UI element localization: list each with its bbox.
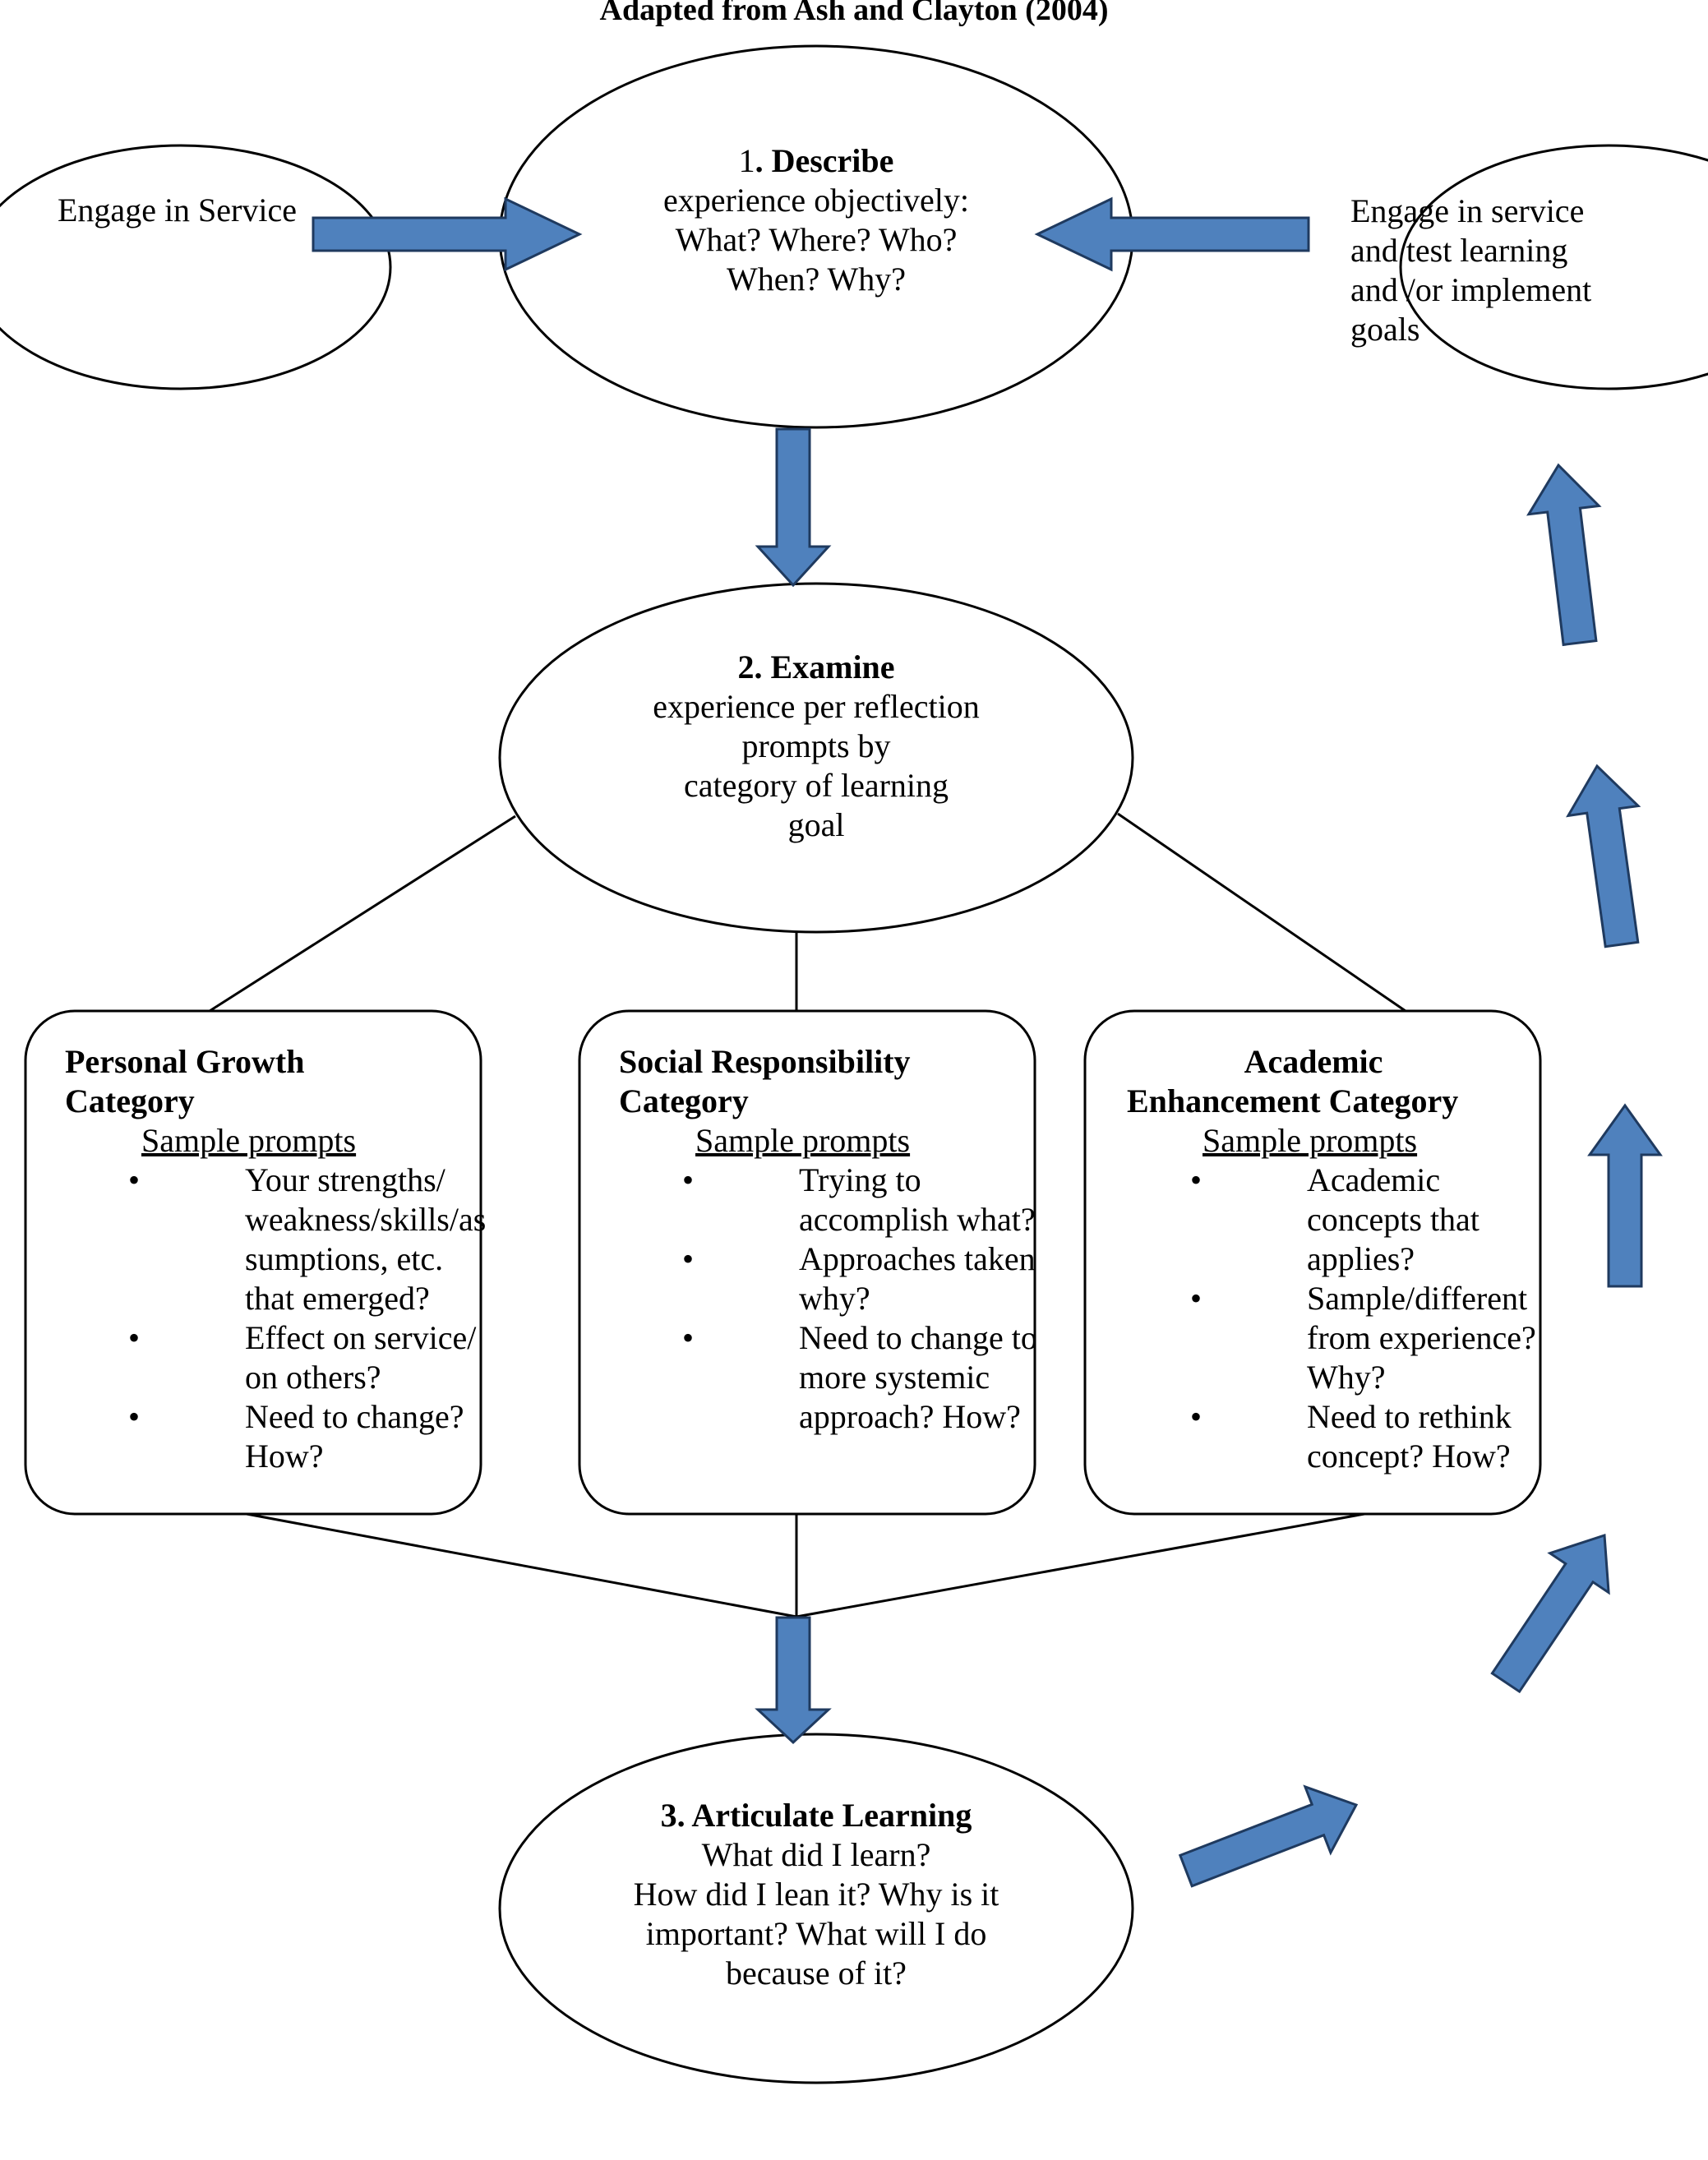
examine-node — [498, 582, 1134, 934]
category-box — [1083, 1009, 1542, 1516]
page-title: Adapted from Ash and Clayton (2004) — [599, 0, 1109, 27]
prompt-line: concepts that — [1307, 1201, 1479, 1238]
articulate-line: important? What will I do — [645, 1915, 987, 1952]
articulate-node — [498, 1733, 1134, 2084]
engage-test-line: and /or implement — [1350, 271, 1592, 308]
category-title: Personal Growth — [65, 1043, 305, 1080]
arrow-up — [1587, 1103, 1663, 1288]
category-title: Social Responsibility — [619, 1043, 911, 1080]
prompt-line: accomplish what? — [799, 1201, 1036, 1238]
bullet-icon: • — [1189, 1280, 1202, 1317]
sample-prompts-label: Sample prompts — [695, 1122, 911, 1159]
bullet-icon: • — [127, 1398, 140, 1435]
arrow-down — [755, 1616, 832, 1745]
bullet-icon: • — [681, 1240, 694, 1277]
prompt-item: • Trying to accomplish what? — [676, 1161, 1037, 1239]
examine-line: experience per reflection — [653, 688, 980, 725]
articulate-title: 3. Articulate Learning — [660, 1797, 972, 1834]
arrow-left — [1034, 196, 1310, 272]
prompt-line: Academic — [1307, 1161, 1441, 1198]
engage-test-line: Engage in service — [1350, 192, 1585, 229]
connector-line — [209, 815, 516, 1013]
prompt-line: Sample/different — [1307, 1280, 1528, 1317]
category-box — [578, 1009, 1036, 1516]
prompt-line: Approaches taken — [799, 1240, 1036, 1277]
category-title: Category — [619, 1082, 749, 1119]
prompt-line: approach? How? — [799, 1398, 1021, 1435]
describe-line: What? Where? Who? — [675, 221, 958, 258]
examine-title: 2. Examine — [737, 648, 895, 685]
bullet-icon: • — [127, 1319, 140, 1356]
prompt-line: Your strengths/ — [245, 1161, 445, 1198]
prompt-item: • Need to change? How? — [122, 1397, 486, 1476]
arrow-right — [312, 196, 583, 272]
prompt-item: • Sample/different from experience? Why? — [1184, 1279, 1536, 1397]
bullet-icon: • — [681, 1319, 694, 1356]
bullet-icon: • — [1189, 1161, 1202, 1198]
connector-line — [246, 1512, 797, 1618]
prompt-line: Need to rethink — [1307, 1398, 1512, 1435]
bullet-icon: • — [1189, 1398, 1202, 1435]
connector-line — [1117, 812, 1406, 1013]
prompt-line: Need to change? — [245, 1398, 464, 1435]
engage-test-line: and test learning — [1350, 232, 1568, 269]
describe-number: 1 — [738, 142, 755, 179]
describe-title: . Describe — [755, 142, 894, 179]
engage-test-line: goals — [1350, 311, 1420, 348]
prompt-item: • Your strengths/ weakness/skills/as sum… — [122, 1161, 486, 1318]
arrow-up — [1526, 463, 1602, 647]
connector-line — [796, 1512, 1365, 1618]
category-title: Academic — [1244, 1043, 1383, 1080]
prompt-line: sumptions, etc. — [245, 1240, 444, 1277]
sample-prompts-label: Sample prompts — [1203, 1122, 1418, 1159]
articulate-line: What did I learn? — [701, 1836, 931, 1873]
engage-service-label: Engage in Service — [58, 192, 297, 228]
prompt-line: Why? — [1307, 1359, 1386, 1396]
prompt-line: more systemic — [799, 1359, 990, 1396]
prompt-item: • Need to rethink concept? How? — [1184, 1397, 1536, 1476]
prompt-list: • Academic concepts that applies? • Samp… — [1184, 1161, 1536, 1476]
arrow-diagonal — [1490, 1533, 1610, 1694]
prompt-item: • Academic concepts that applies? — [1184, 1161, 1536, 1279]
prompt-line: from experience? — [1307, 1319, 1536, 1356]
arrow-up — [1566, 764, 1641, 948]
describe-heading: 1. Describe — [570, 141, 1063, 181]
prompt-line: concept? How? — [1307, 1438, 1511, 1475]
prompt-line: Need to change to — [799, 1319, 1037, 1356]
prompt-list: • Trying to accomplish what? • Approache… — [676, 1161, 1037, 1437]
prompt-line: why? — [799, 1280, 870, 1317]
prompt-line: applies? — [1307, 1240, 1415, 1277]
prompt-item: • Effect on service/ on others? — [122, 1318, 486, 1397]
examine-line: category of learning — [683, 767, 949, 804]
prompt-item: • Need to change to more systemic approa… — [676, 1318, 1037, 1437]
arrow-down — [755, 427, 832, 588]
sample-prompts-label: Sample prompts — [141, 1122, 357, 1159]
engage-test-node — [1399, 144, 1708, 390]
prompt-line: weakness/skills/as — [245, 1201, 487, 1238]
prompt-line: on others? — [245, 1359, 381, 1396]
articulate-line: because of it? — [726, 1955, 907, 1992]
examine-line: prompts by — [741, 727, 891, 764]
bullet-icon: • — [681, 1161, 694, 1198]
category-title: Category — [65, 1082, 195, 1119]
category-box — [24, 1009, 482, 1516]
prompt-item: • Approaches taken why? — [676, 1239, 1037, 1318]
describe-line: When? Why? — [726, 261, 907, 298]
engage-service-node — [0, 144, 392, 390]
articulate-line: How did I lean it? Why is it — [633, 1876, 999, 1913]
prompt-line: Effect on service/ — [245, 1319, 477, 1356]
examine-line: goal — [787, 806, 845, 843]
bullet-icon: • — [127, 1161, 140, 1198]
category-title: Enhancement Category — [1127, 1082, 1459, 1119]
prompt-line: that emerged? — [245, 1280, 430, 1317]
arrow-diagonal — [1178, 1784, 1359, 1888]
prompt-list: • Your strengths/ weakness/skills/as sum… — [122, 1161, 486, 1476]
prompt-line: How? — [245, 1438, 324, 1475]
prompt-line: Trying to — [799, 1161, 921, 1198]
describe-line: experience objectively: — [662, 182, 970, 219]
